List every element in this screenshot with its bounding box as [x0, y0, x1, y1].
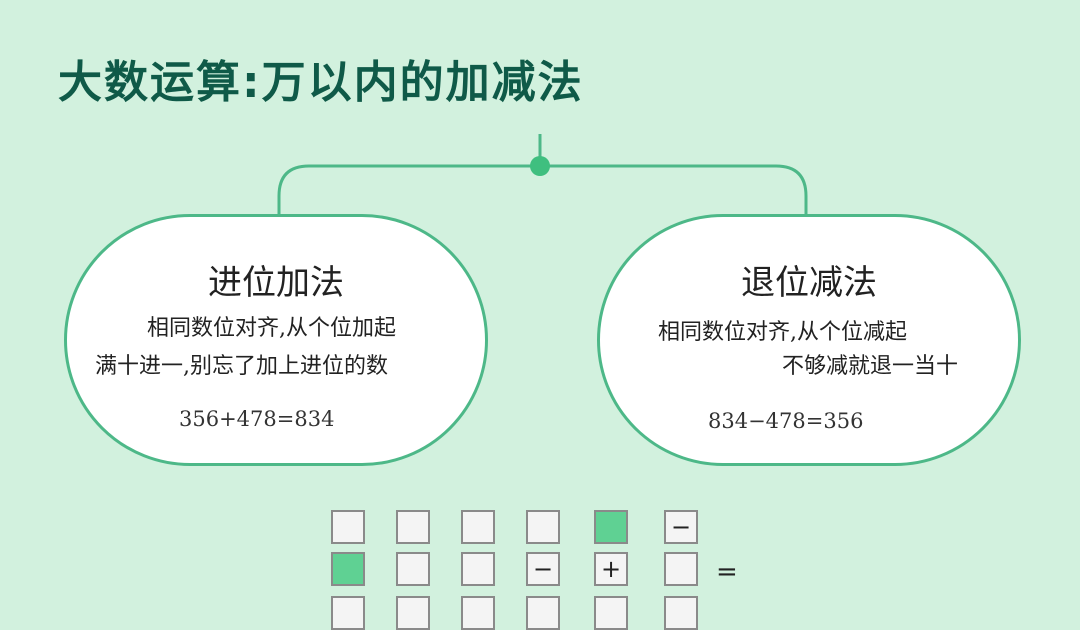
equals-sign: =: [716, 557, 738, 587]
puzzle-cell: [396, 510, 430, 544]
puzzle-cell: [664, 596, 698, 630]
puzzle-cell: [331, 510, 365, 544]
borrow-subtraction-bubble: 退位减法 相同数位对齐,从个位减起 不够减就退一当十 834−478=356: [597, 214, 1021, 466]
carry-addition-rule-2: 满十进一,别忘了加上进位的数: [95, 354, 388, 379]
puzzle-cell: [331, 552, 365, 586]
puzzle-cell: [331, 596, 365, 630]
puzzle-cell: −: [664, 510, 698, 544]
borrow-subtraction-rule-1: 相同数位对齐,从个位减起: [658, 320, 907, 345]
carry-addition-bubble: 进位加法 相同数位对齐,从个位加起 满十进一,别忘了加上进位的数 356+478…: [64, 214, 488, 466]
borrow-subtraction-rule-2: 不够减就退一当十: [782, 354, 959, 379]
puzzle-cell: −: [526, 552, 560, 586]
borrow-subtraction-title: 退位减法: [741, 263, 877, 303]
tree-connector: [277, 134, 808, 214]
puzzle-cell: [396, 552, 430, 586]
carry-addition-rule-1: 相同数位对齐,从个位加起: [147, 316, 396, 341]
puzzle-cell: [461, 510, 495, 544]
puzzle-cell: [594, 510, 628, 544]
puzzle-cell: [461, 596, 495, 630]
puzzle-cell: [396, 596, 430, 630]
puzzle-cell: [461, 552, 495, 586]
puzzle-cell: +: [594, 552, 628, 586]
borrow-subtraction-example: 834−478=356: [708, 409, 864, 433]
connector-node: [530, 156, 550, 176]
puzzle-cell: [526, 510, 560, 544]
puzzle-cell: [594, 596, 628, 630]
carry-addition-example: 356+478=834: [179, 407, 335, 431]
puzzle-cell: [664, 552, 698, 586]
puzzle-cell: [526, 596, 560, 630]
carry-addition-title: 进位加法: [208, 263, 344, 303]
page-title: 大数运算:万以内的加减法: [58, 57, 584, 108]
